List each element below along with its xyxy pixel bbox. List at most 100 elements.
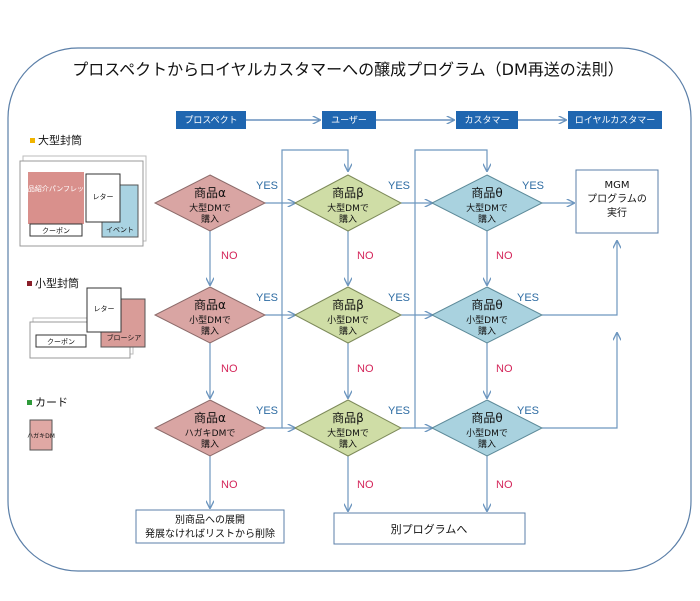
no-label: NO: [357, 363, 374, 375]
stage-loyal-customer: [568, 111, 662, 129]
decision-diamond: [153, 286, 267, 344]
diamond-product: 商品α: [194, 185, 226, 200]
pamphlet-label: 商品紹介パンフレット: [21, 184, 91, 193]
card-label: カード: [35, 396, 68, 409]
stage-loyal-customer-label: ロイヤルカスタマー: [575, 115, 655, 126]
diamond-sub: 小型DMで: [466, 428, 508, 439]
diamond-action: 購入: [339, 325, 357, 337]
diamond-action: 購入: [201, 213, 219, 225]
no-label: NO: [496, 479, 513, 491]
terminal-other-label: 別プログラムへ: [391, 522, 468, 536]
letter-label: レター: [93, 192, 114, 201]
terminal-alpha-line2: 発展なければリストから削除: [145, 527, 275, 540]
diamond-sub: 小型DMで: [327, 315, 369, 326]
no-label: NO: [496, 363, 513, 375]
yes-label: YES: [388, 405, 410, 417]
yes-label: YES: [388, 292, 410, 304]
decision-diamond: [430, 174, 544, 232]
no-label: NO: [357, 250, 374, 262]
diamond-action: 購入: [201, 325, 219, 337]
diamond-product: 商品θ: [471, 185, 502, 200]
mgm-line2: プログラムの: [587, 192, 647, 205]
event-label: イベント: [106, 226, 134, 234]
diamond-sub: ハガキDMで: [185, 428, 236, 439]
no-labels: NO NO NO NO NO NO NO NO NO: [221, 250, 513, 491]
diamond-product: 商品α: [194, 410, 226, 425]
decision-diamond: [153, 399, 267, 457]
small-envelope-label: 小型封筒: [35, 276, 79, 290]
no-label: NO: [357, 479, 374, 491]
stage-user-label: ユーザー: [331, 115, 367, 126]
stage-customer: [456, 111, 518, 129]
diagram-title: プロスペクトからロイヤルカスタマーへの醸成プログラム（DM再送の法則）: [72, 60, 624, 79]
diamond-product: 商品θ: [471, 410, 502, 425]
yes-label: YES: [517, 405, 539, 417]
yes-label: YES: [522, 180, 544, 192]
terminal-alpha-line1: 別商品への展開: [175, 513, 245, 526]
no-label: NO: [221, 363, 238, 375]
letter-label: レター: [94, 304, 115, 313]
letter-item: [85, 173, 121, 223]
card-section: カード ハガキDM: [27, 396, 68, 451]
decision-diamond: [293, 286, 403, 344]
small-envelope-section: 小型封筒 ブローシア レター クーポン: [27, 276, 146, 359]
large-envelope-label: 大型封筒: [38, 133, 82, 147]
bullet-square-icon: [27, 281, 32, 286]
letter-item: [86, 287, 122, 333]
diamond-sub: 大型DMで: [466, 202, 508, 214]
bullet-square-icon: [27, 400, 32, 405]
flow-connectors: [210, 149, 617, 511]
beta-column: 商品β 大型DMで 購入 商品β 小型DMで 購入 商品β 大型DMで 購入: [293, 174, 403, 457]
diamond-sub: 大型DMで: [189, 202, 231, 214]
yes-label: YES: [256, 292, 278, 304]
stage-prospect: [176, 111, 246, 129]
coupon-item: [29, 223, 83, 237]
stage-prospect-label: プロスペクト: [184, 115, 237, 126]
stage-header: プロスペクト ユーザー カスタマー ロイヤルカスタマー: [176, 111, 662, 129]
yes-label: YES: [517, 292, 539, 304]
decision-diamond: [430, 286, 544, 344]
decision-diamond: [293, 399, 403, 457]
decision-diamond: [430, 399, 544, 457]
diamond-product: 商品β: [332, 297, 364, 312]
mgm-line1: MGM: [604, 180, 629, 191]
yes-label: YES: [256, 405, 278, 417]
decision-diamond: [293, 174, 403, 232]
diamond-product: 商品θ: [471, 297, 502, 312]
diamond-product: 商品α: [194, 297, 226, 312]
large-envelope-section: 大型封筒 商品紹介パンフレット イベント レター クーポン: [19, 133, 147, 247]
diamond-sub: 小型DMで: [189, 315, 231, 326]
diamond-action: 購入: [478, 325, 496, 337]
diamond-product: 商品β: [332, 185, 364, 200]
mgm-box: MGM プログラムの 実行: [575, 169, 659, 234]
diamond-product: 商品β: [332, 410, 364, 425]
alpha-column: 商品α 大型DMで 購入 商品α 小型DMで 購入 商品α ハガキDMで 購入: [153, 174, 267, 457]
coupon-item: [35, 334, 87, 348]
diamond-action: 購入: [201, 438, 219, 450]
no-label: NO: [496, 250, 513, 262]
postcard-item: [29, 419, 53, 451]
pamphlet-label: 商品紹介パンフレット: [21, 184, 91, 193]
no-label: NO: [221, 250, 238, 262]
postcard-label: ハガキDM: [27, 432, 55, 440]
mgm-line3: 実行: [607, 206, 627, 219]
stage-customer-label: カスタマー: [464, 115, 509, 126]
diamond-action: 購入: [478, 438, 496, 450]
decision-diamond: [153, 174, 267, 232]
diamond-action: 購入: [339, 438, 357, 450]
diamond-sub: 小型DMで: [466, 315, 508, 326]
stage-user: [322, 111, 376, 129]
brochure-label: ブローシア: [107, 333, 142, 342]
coupon-label: クーポン: [42, 227, 70, 235]
terminal-other-program: 別プログラムへ: [333, 512, 526, 545]
terminal-alpha: 別商品への展開 発展なければリストから削除: [135, 509, 285, 544]
no-label: NO: [221, 479, 238, 491]
pamphlet-item: [28, 172, 84, 224]
yes-label: YES: [388, 180, 410, 192]
theta-column: 商品θ 大型DMで 購入 商品θ 小型DMで 購入 商品θ 小型DMで 購入: [430, 174, 544, 457]
yes-labels: YES YES YES YES YES YES YES YES YES: [256, 180, 544, 417]
yes-label: YES: [256, 180, 278, 192]
diamond-sub: 大型DMで: [327, 427, 369, 439]
bullet-square-icon: [30, 138, 35, 143]
diamond-sub: 大型DMで: [327, 202, 369, 214]
